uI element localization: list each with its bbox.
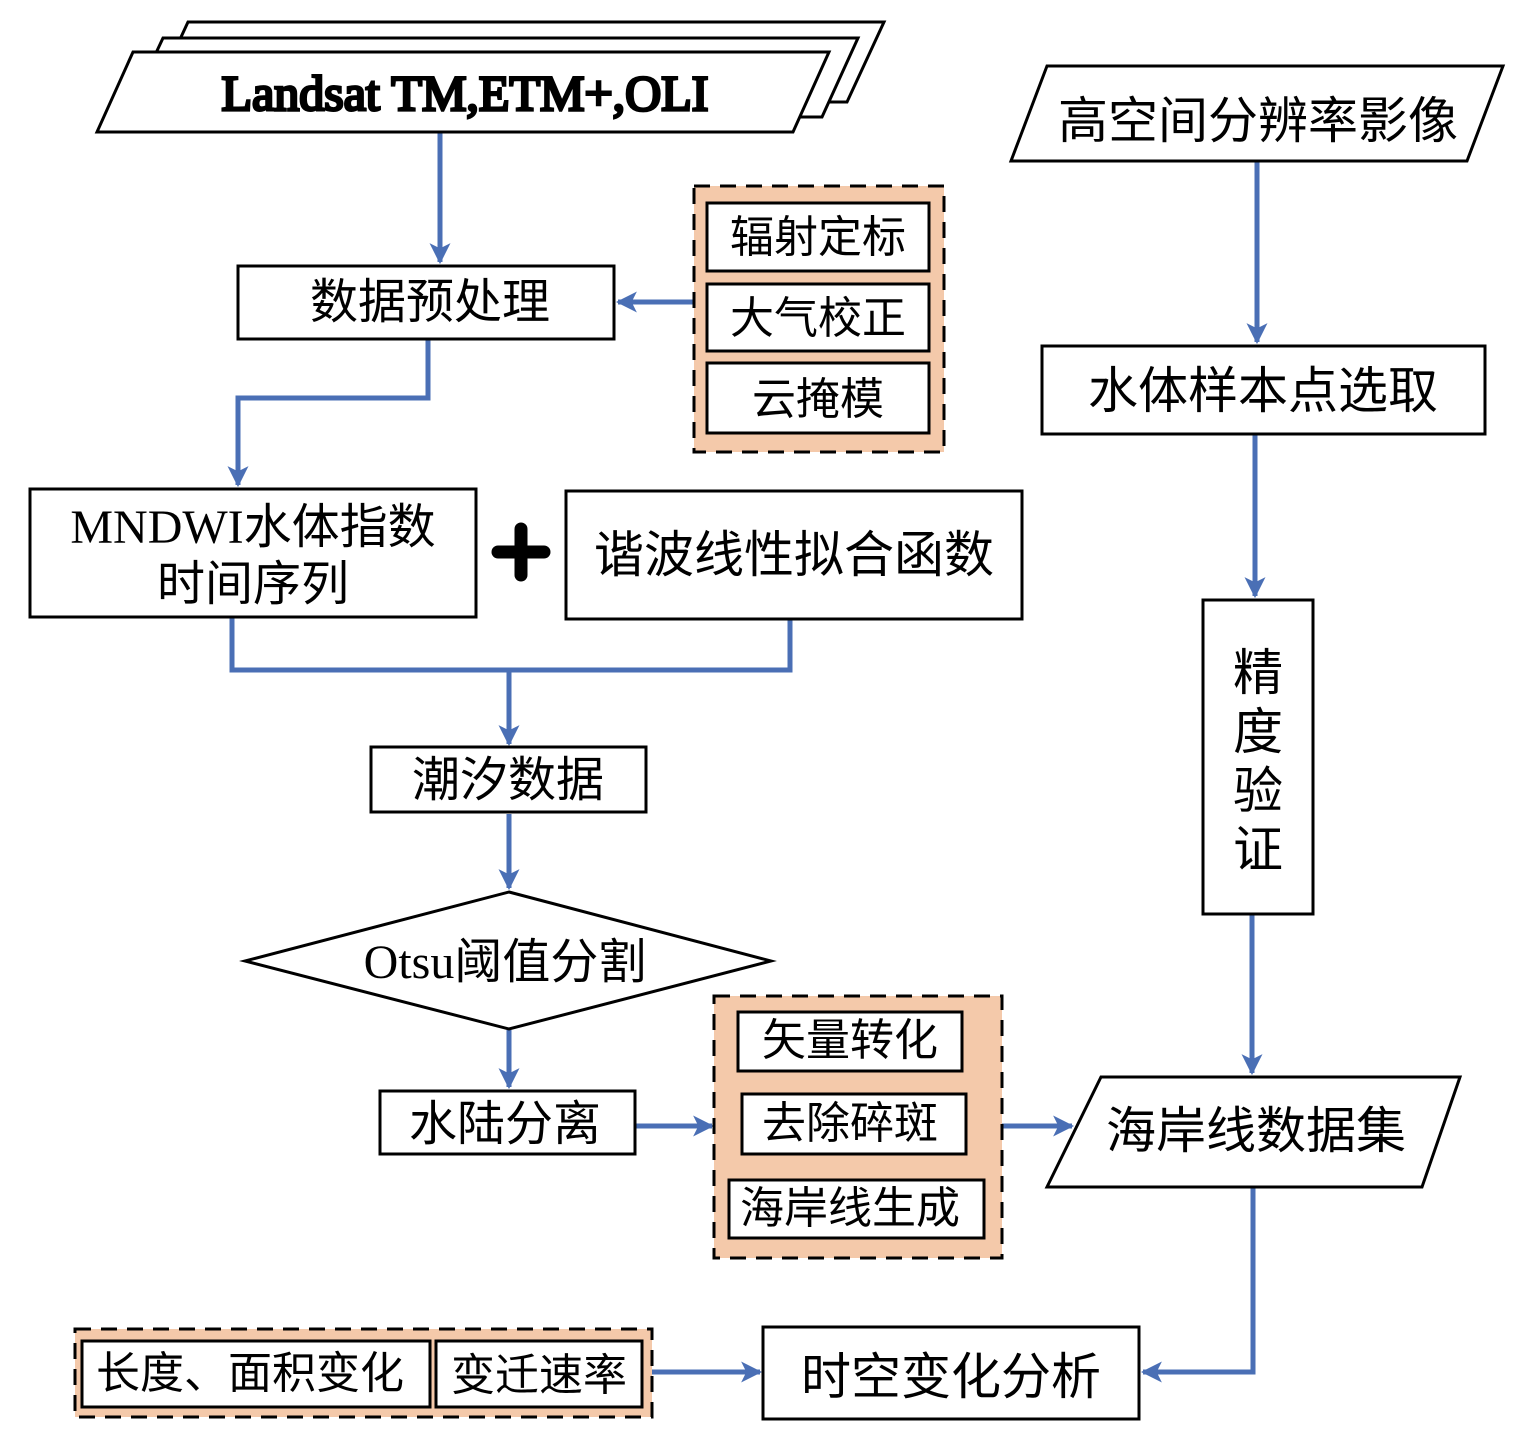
high-res-shape (1008, 64, 1506, 163)
accuracy-char-1: 精 (1233, 645, 1283, 701)
step-remove-speckles: 去除碎斑 (762, 1099, 938, 1148)
spatiotemporal-node: 时空变化分析 (761, 1325, 1141, 1421)
harmonic-label: 谐波线性拟合函数 (594, 527, 994, 583)
preprocess-box (236, 264, 616, 341)
land-water-label: 水陆分离 (409, 1098, 601, 1151)
step-atmospheric-correction: 大气校正 (730, 294, 906, 343)
high-res-input: 高空间分辨率影像 (1008, 64, 1506, 163)
water-samples-node: 水体样本点选取 (1040, 344, 1487, 436)
harmonic-node: 谐波线性拟合函数 (564, 489, 1024, 621)
otsu-diamond (239, 890, 777, 1031)
step-cloud-mask: 云掩模 (752, 375, 884, 424)
otsu-label: Otsu阈值分割 (364, 936, 647, 989)
mndwi-label-line1: MNDWI水体指数 (70, 501, 435, 554)
metric-box-rate (434, 1339, 644, 1409)
water-samples-box (1040, 344, 1487, 436)
step-box-despeckle (740, 1092, 968, 1156)
metric-change-rate: 变迁速率 (451, 1351, 627, 1400)
spatiotemporal-label: 时空变化分析 (801, 1349, 1101, 1405)
accuracy-char-3: 验 (1233, 763, 1283, 819)
step-box-atmospheric (705, 282, 931, 353)
landsat-input-stack: Landsat TM,ETM+,OLI (94, 20, 887, 134)
preprocess-label: 数据预处理 (310, 276, 550, 329)
step-box-coastline (727, 1178, 986, 1240)
land-water-box (378, 1089, 637, 1156)
tide-label: 潮汐数据 (412, 754, 604, 807)
spatiotemporal-box (761, 1325, 1141, 1421)
connector-mndwi-harmonic-merge (229, 618, 793, 673)
step-box-vector (736, 1010, 964, 1073)
landsat-label: Landsat TM,ETM+,OLI (222, 65, 709, 121)
step-box-cloud (705, 361, 931, 435)
preprocessing-group: 辐射定标 大气校正 云掩模 (692, 184, 946, 454)
landsat-layer-front (94, 50, 832, 134)
mndwi-box (28, 487, 478, 619)
step-radiometric-calibration: 辐射定标 (730, 213, 906, 262)
otsu-node: Otsu阈值分割 (239, 890, 777, 1031)
mndwi-label-line2: 时间序列 (157, 558, 349, 611)
step-coastline-generation: 海岸线生成 (740, 1184, 960, 1233)
tide-node: 潮汐数据 (369, 745, 648, 814)
tide-box (369, 745, 648, 814)
land-water-node: 水陆分离 (378, 1089, 637, 1156)
plus-icon (491, 522, 551, 582)
coastline-dataset-shape (1044, 1075, 1463, 1189)
analysis-metrics-group: 长度、面积变化 变迁速率 (73, 1327, 654, 1419)
water-samples-label: 水体样本点选取 (1088, 363, 1438, 419)
metric-length-area-change: 长度、面积变化 (96, 1349, 404, 1398)
preprocess-node: 数据预处理 (236, 264, 616, 341)
coastline-dataset-node: 海岸线数据集 (1044, 1075, 1463, 1189)
arrow-preprocess-to-mndwi (227, 340, 431, 488)
metric-box-length-area (80, 1339, 432, 1409)
high-res-label: 高空间分辨率影像 (1058, 93, 1458, 149)
mndwi-node: MNDWI水体指数 时间序列 (28, 487, 478, 619)
postprocessing-group: 矢量转化 去除碎斑 海岸线生成 (712, 994, 1004, 1260)
harmonic-box (564, 489, 1024, 621)
step-vector-conversion: 矢量转化 (762, 1016, 938, 1065)
accuracy-node: 精 度 验 证 (1201, 598, 1315, 916)
accuracy-char-4: 证 (1233, 822, 1283, 878)
accuracy-box (1201, 598, 1315, 916)
coastline-dataset-label: 海岸线数据集 (1106, 1103, 1406, 1159)
arrow-dataset-to-analysis (1140, 1188, 1256, 1383)
accuracy-char-2: 度 (1233, 704, 1283, 760)
step-box-radiometric (705, 201, 931, 273)
